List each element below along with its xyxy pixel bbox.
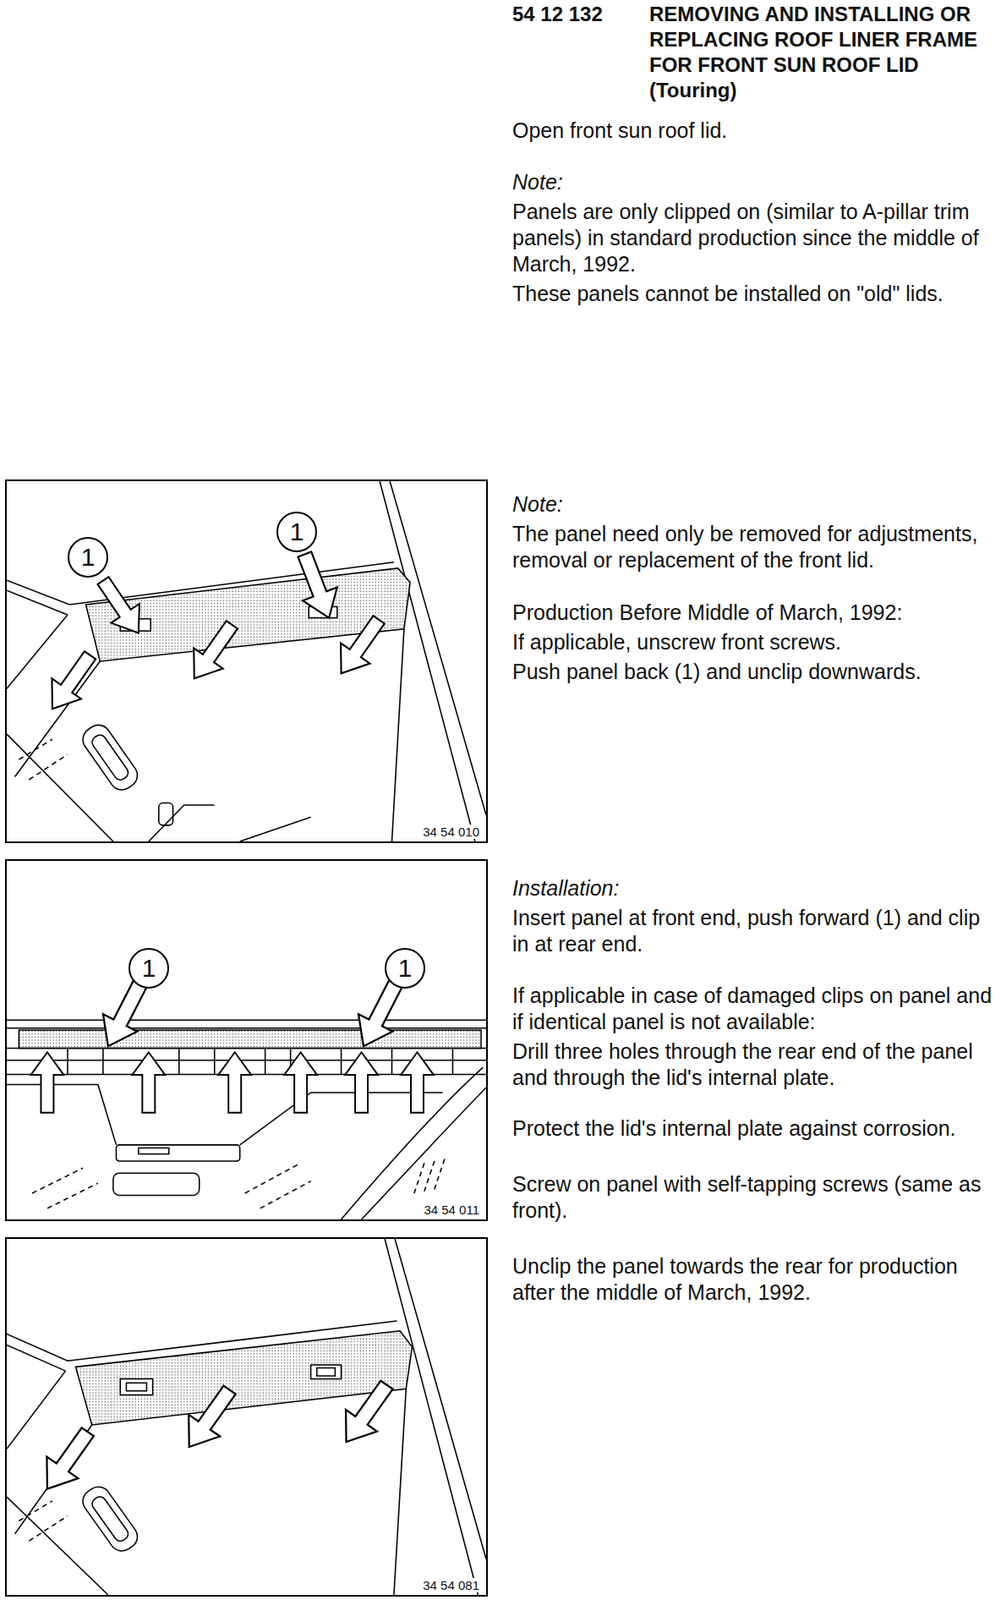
roof-panel-illustration <box>6 1238 487 1595</box>
callout-circle: 1 <box>67 536 109 578</box>
roof-panel-illustration <box>6 860 487 1220</box>
direction-arrows <box>31 1373 402 1500</box>
figure-frame: 34 54 081 <box>5 1236 488 1597</box>
page-title: REMOVING AND INSTALLING OR REPLACING ROO… <box>649 1 996 104</box>
note-heading: Note: <box>512 491 996 518</box>
instruction-text: Production Before Middle of March, 1992: <box>512 599 996 626</box>
callout-number: 1 <box>81 543 96 571</box>
instruction-text: Insert panel at front end, push forward … <box>512 904 996 958</box>
figure-number: 34 54 010 <box>421 824 482 839</box>
callout-number: 1 <box>289 518 305 546</box>
callout-number: 1 <box>142 954 157 982</box>
figure-number: 34 54 081 <box>421 1577 482 1592</box>
direction-arrows <box>30 974 433 1113</box>
car-interior <box>6 481 487 842</box>
car-interior <box>6 1238 487 1595</box>
section-heading: Installation: <box>512 875 996 902</box>
figure-frame: 34 54 010 1 1 <box>5 479 488 843</box>
callout-number: 1 <box>398 954 413 982</box>
callout-circle: 1 <box>276 511 318 553</box>
roof-panel-illustration <box>6 481 487 842</box>
note-text: These panels cannot be installed on "old… <box>512 280 996 307</box>
instruction-text: Unclip the panel towards the rear for pr… <box>512 1252 996 1306</box>
callout-circle: 1 <box>384 947 426 989</box>
instruction-text: Protect the lid's internal plate against… <box>512 1115 996 1142</box>
note-text: The panel need only be removed for adjus… <box>512 520 996 574</box>
figure-number: 34 54 011 <box>421 1202 482 1217</box>
note-text: Panels are only clipped on (similar to A… <box>512 198 996 278</box>
instruction-text: Open front sun roof lid. <box>512 117 996 144</box>
note-heading: Note: <box>512 169 996 196</box>
instruction-text: Screw on panel with self-tapping screws … <box>512 1170 996 1224</box>
callout-circle: 1 <box>128 947 170 989</box>
section-number: 54 12 132 <box>512 1 644 28</box>
instruction-text: Drill three holes through the rear end o… <box>512 1038 996 1091</box>
car-interior <box>6 1019 487 1220</box>
instruction-text: Push panel back (1) and unclip downwards… <box>512 658 996 685</box>
instruction-text: If applicable in case of damaged clips o… <box>512 982 996 1035</box>
figure-frame: 34 54 011 1 1 <box>5 858 488 1221</box>
instruction-text: If applicable, unscrew front screws. <box>512 629 996 656</box>
